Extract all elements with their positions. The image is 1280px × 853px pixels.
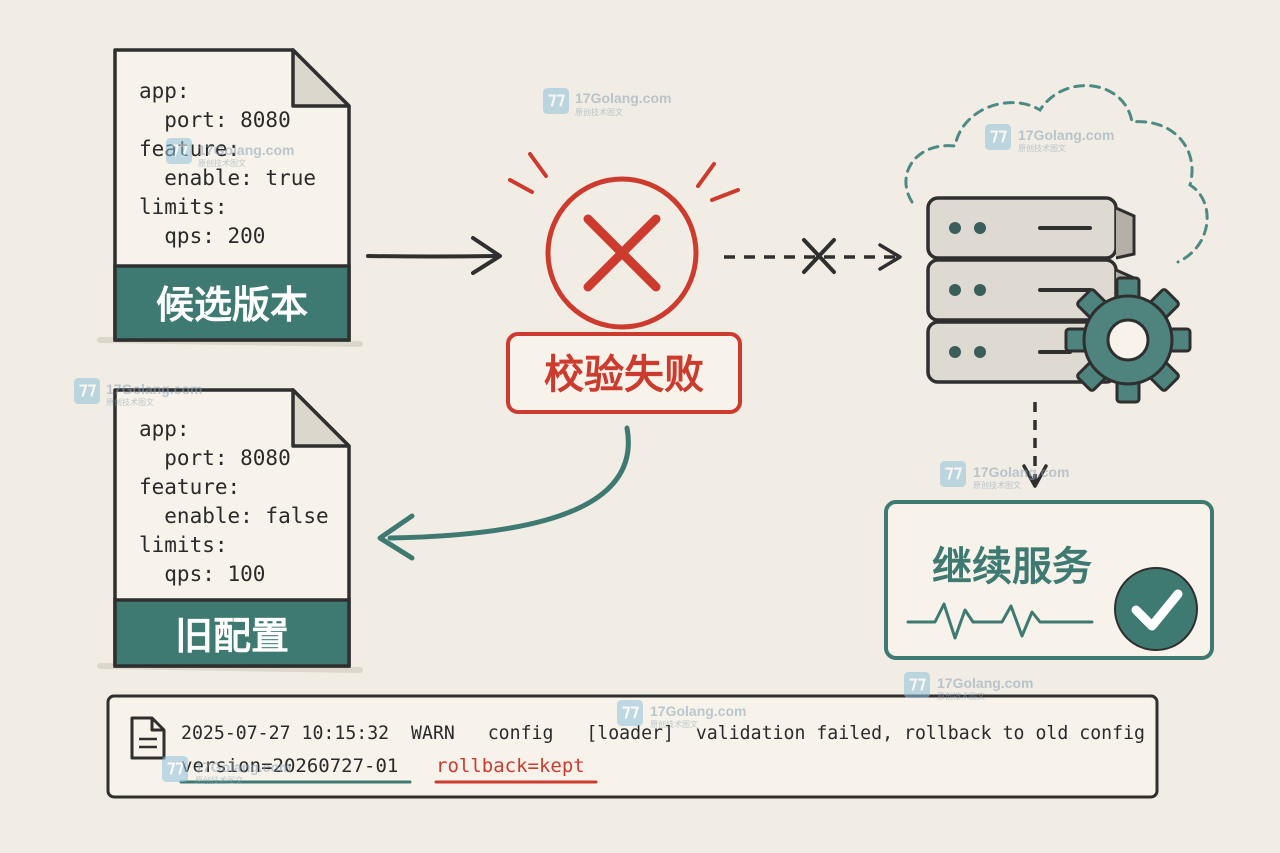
watermark: 17Golang.com 原创技术图文 xyxy=(74,378,202,407)
rollback-arrow xyxy=(377,425,631,561)
arrow-to-validation xyxy=(366,236,502,275)
code-line: limits: xyxy=(139,195,228,219)
svg-text:17Golang.com: 17Golang.com xyxy=(973,464,1069,480)
watermark: 17Golang.com 原创技术图文 xyxy=(940,461,1069,490)
old-config-file: app: port: 8080 feature: enable: false l… xyxy=(97,388,363,673)
watermark: 17Golang.com 原创技术图文 xyxy=(166,138,294,168)
file-dog-ear xyxy=(291,388,351,448)
svg-text:17Golang.com: 17Golang.com xyxy=(198,142,294,158)
svg-text:原创技术图文: 原创技术图文 xyxy=(1018,143,1066,153)
code-line: app: xyxy=(139,417,190,441)
validation-failed-label: 校验失败 xyxy=(544,352,704,398)
svg-text:17Golang.com: 17Golang.com xyxy=(937,675,1033,691)
alert-burst-lines xyxy=(508,152,740,202)
watermark: 17Golang.com 原创技术图文 xyxy=(617,700,746,729)
code-line: enable: true xyxy=(139,166,316,190)
validation-failed-node: 校验失败 xyxy=(506,152,742,414)
code-line: port: 8080 xyxy=(139,108,291,132)
svg-text:原创技术图文: 原创技术图文 xyxy=(973,480,1021,490)
candidate-label: 候选版本 xyxy=(156,283,308,327)
arrow-to-service xyxy=(1022,402,1048,488)
svg-text:原创技术图文: 原创技术图文 xyxy=(937,691,985,701)
svg-text:原创技术图文: 原创技术图文 xyxy=(106,397,154,407)
watermark: 17Golang.com 原创技术图文 xyxy=(985,124,1114,153)
gear-icon xyxy=(1064,276,1192,404)
svg-text:原创技术图文: 原创技术图文 xyxy=(198,158,246,168)
continue-serving-label: 继续服务 xyxy=(932,544,1092,590)
validation-failed-box xyxy=(506,332,742,414)
code-line: app: xyxy=(139,79,190,103)
check-circle-icon xyxy=(1114,567,1198,651)
error-x-icon xyxy=(583,214,661,292)
candidate-label-band xyxy=(113,264,351,342)
log-version: version=20260727-01 xyxy=(181,755,398,777)
svg-text:17Golang.com: 17Golang.com xyxy=(575,90,671,106)
svg-text:原创技术图文: 原创技术图文 xyxy=(195,775,243,785)
error-circle xyxy=(545,176,699,330)
watermark: 17Golang.com 原创技术图文 xyxy=(543,88,671,117)
check-icon xyxy=(1131,589,1183,631)
heartbeat-icon xyxy=(906,602,1094,640)
svg-text:17Golang.com: 17Golang.com xyxy=(106,381,202,397)
svg-text:17Golang.com: 17Golang.com xyxy=(650,703,746,719)
document-icon xyxy=(130,716,166,760)
svg-text:17Golang.com: 17Golang.com xyxy=(1018,127,1114,143)
watermark: 17Golang.com 原创技术图文 xyxy=(904,672,1033,701)
watermark: 17Golang.com 原创技术图文 xyxy=(162,756,291,785)
code-line: enable: false xyxy=(139,504,329,528)
code-line: port: 8080 xyxy=(139,446,291,470)
candidate-config-file: app: port: 8080 feature: enable: true li… xyxy=(97,48,363,347)
log-rollback: rollback=kept xyxy=(436,755,585,777)
code-line: qps: 200 xyxy=(139,224,265,248)
continue-serving-card: 继续服务 xyxy=(884,500,1214,660)
svg-text:原创技术图文: 原创技术图文 xyxy=(650,719,698,729)
cloud-icon xyxy=(904,84,1209,264)
server-stack xyxy=(904,84,1209,404)
server-unit xyxy=(926,196,1136,260)
log-line: 2025-07-27 10:15:32 WARN config [loader]… xyxy=(181,722,1145,744)
blocked-x-icon xyxy=(802,238,836,274)
log-panel: 2025-07-27 10:15:32 WARN config [loader]… xyxy=(106,694,1159,799)
code-line: limits: xyxy=(139,533,228,557)
file-dog-ear xyxy=(291,48,351,108)
svg-text:17Golang.com: 17Golang.com xyxy=(195,759,291,775)
svg-text:原创技术图文: 原创技术图文 xyxy=(575,107,623,117)
blocked-deploy-arrow xyxy=(724,238,902,274)
old-config-label: 旧配置 xyxy=(175,614,289,658)
code-line: feature: xyxy=(139,475,240,499)
old-config-label-band xyxy=(113,598,351,668)
code-line: qps: 100 xyxy=(139,562,265,586)
